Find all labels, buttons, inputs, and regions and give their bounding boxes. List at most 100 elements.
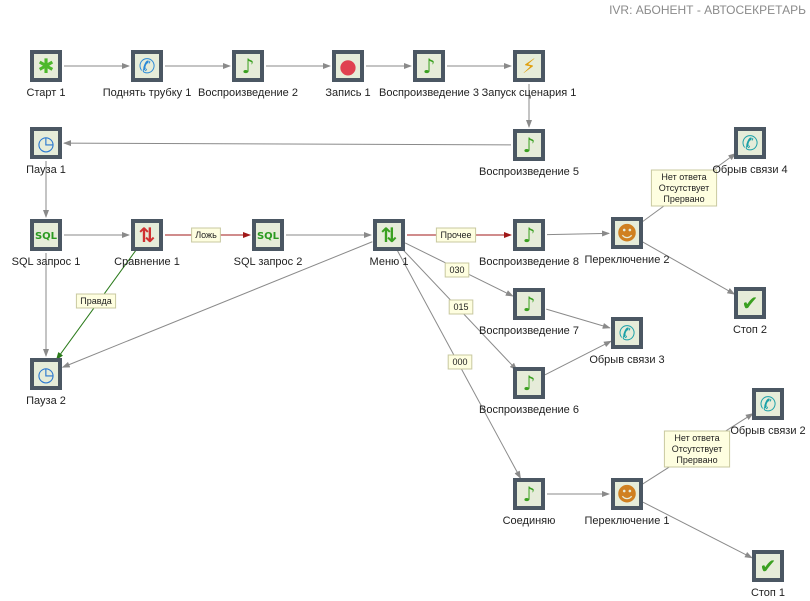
edge-label-text: 030 [449,265,464,275]
node-label: Поднять трубку 1 [103,87,192,99]
node-connect[interactable]: ♪ Соединяю [503,478,556,527]
edge-label: Прочее [435,227,477,243]
edge-play7-hang3[interactable] [546,308,611,329]
compare-icon: ⇅ [139,223,156,247]
edge-label: 015 [448,299,474,315]
node-label: Запись 1 [325,87,370,99]
node-script1[interactable]: ⚡ Запуск сценария 1 [482,50,577,99]
edge-label: 000 [447,354,473,370]
node-sql2[interactable]: SQL SQL запрос 2 [234,219,303,268]
node-pause2[interactable]: ◷ Пауза 2 [26,358,66,407]
edge-label: Ложь [191,227,221,243]
phone-icon: ✆ [139,54,156,78]
check-icon: ✔ [760,554,777,578]
edge-play5-pause1[interactable] [62,140,512,147]
node-label: Стоп 2 [733,324,767,336]
node-sw2[interactable]: ☻ Переключение 2 [585,217,670,266]
edge-label: Правда [75,293,117,309]
node-pause1[interactable]: ◷ Пауза 1 [26,127,66,176]
edge-label-text: Прервано [663,194,704,204]
music-note-icon: ♪ [523,482,536,506]
music-note-icon: ♪ [523,292,536,316]
node-play5[interactable]: ♪ Воспроизведение 5 [479,129,579,178]
edge-play6-hang3[interactable] [544,340,612,376]
node-label: Пауза 2 [26,395,66,407]
hangup-icon: ✆ [619,321,636,345]
diagram-title: IVR: АБОНЕНТ - АВТОСЕКРЕТАРЬ [609,3,806,17]
alarm-clock-icon: ◷ [37,131,54,155]
node-cmp1[interactable]: ⇅ Сравнение 1 [114,219,180,268]
node-label: Сравнение 1 [114,256,180,268]
lightning-icon: ⚡ [522,54,536,78]
node-sw1[interactable]: ☻ Переключение 1 [585,478,670,527]
node-label: Соединяю [503,515,556,527]
node-rec1[interactable]: ● Запись 1 [325,50,371,99]
node-label: Воспроизведение 6 [479,404,579,416]
node-label: Запуск сценария 1 [482,87,577,99]
operator-icon: ☻ [617,221,638,245]
node-label: Старт 1 [26,87,65,99]
hangup-icon: ✆ [742,131,759,155]
node-label: Стоп 1 [751,587,785,599]
node-play7[interactable]: ♪Воспроизведение 7 [479,288,579,337]
music-note-icon: ♪ [523,133,536,157]
node-play3[interactable]: ♪ Воспроизведение 3 [379,50,479,99]
edge-play8-sw2[interactable] [546,230,611,237]
node-sql1[interactable]: SQL SQL запрос 1 [12,219,81,268]
check-icon: ✔ [742,291,759,315]
menu-icon: ⇅ [381,223,398,247]
running-man-icon: ✱ [38,54,55,78]
sql-icon: SQL [35,231,58,242]
node-label: Воспроизведение 5 [479,166,579,178]
edge-menu1-pause2[interactable] [61,241,373,368]
music-note-icon: ♪ [423,54,436,78]
node-hang2[interactable]: ✆ Обрыв связи 2 [730,388,806,437]
node-label: Обрыв связи 3 [589,354,664,366]
edge-label-text: Прервано [676,455,717,465]
edge-label-text: Нет ответа [661,172,706,182]
node-label: Переключение 1 [585,515,670,527]
record-icon: ● [339,54,356,78]
edge-label-text: Нет ответа [674,433,719,443]
edge-sw1-stop1[interactable] [642,501,753,559]
node-label: Обрыв связи 2 [730,425,805,437]
alarm-clock-icon: ◷ [37,362,54,386]
node-label: Меню 1 [370,256,409,268]
node-label: Воспроизведение 3 [379,87,479,99]
node-stop2[interactable]: ✔ Стоп 2 [733,287,767,336]
edge-label-text: Правда [80,296,111,306]
edge-label: 030 [444,262,470,278]
node-hang4[interactable]: ✆ Обрыв связи 4 [712,127,788,176]
operator-icon: ☻ [617,482,638,506]
node-label: Воспроизведение 8 [479,256,579,268]
hangup-icon: ✆ [760,392,777,416]
music-note-icon: ♪ [523,371,536,395]
node-play2[interactable]: ♪ Воспроизведение 2 [198,50,298,99]
node-label: Обрыв связи 4 [712,164,787,176]
node-stop1[interactable]: ✔ Стоп 1 [751,550,785,599]
edge-label-text: Прочее [441,230,472,240]
node-label: SQL запрос 2 [234,256,303,268]
music-note-icon: ♪ [523,223,536,247]
node-play8[interactable]: ♪ Воспроизведение 8 [479,219,579,268]
edge-label-text: 000 [452,357,467,367]
node-label: Воспроизведение 2 [198,87,298,99]
edge-label-text: 015 [453,302,468,312]
node-start1[interactable]: ✱ Старт 1 [26,50,66,99]
node-hang3[interactable]: ✆ Обрыв связи 3 [589,317,665,366]
node-label: Пауза 1 [26,164,66,176]
node-label: Переключение 2 [585,254,670,266]
edge-label-text: Отсутствует [659,183,709,193]
node-play6[interactable]: ♪ Воспроизведение 6 [479,367,579,416]
edge-sw2-stop2[interactable] [642,241,736,295]
edge-label-text: Ложь [195,230,217,240]
node-menu1[interactable]: ⇅ Меню 1 [370,219,409,268]
edge-label-text: Отсутствует [672,444,722,454]
music-note-icon: ♪ [242,54,255,78]
sql-icon: SQL [257,231,280,242]
node-pickup1[interactable]: ✆ Поднять трубку 1 [103,50,192,99]
node-label: SQL запрос 1 [12,256,81,268]
